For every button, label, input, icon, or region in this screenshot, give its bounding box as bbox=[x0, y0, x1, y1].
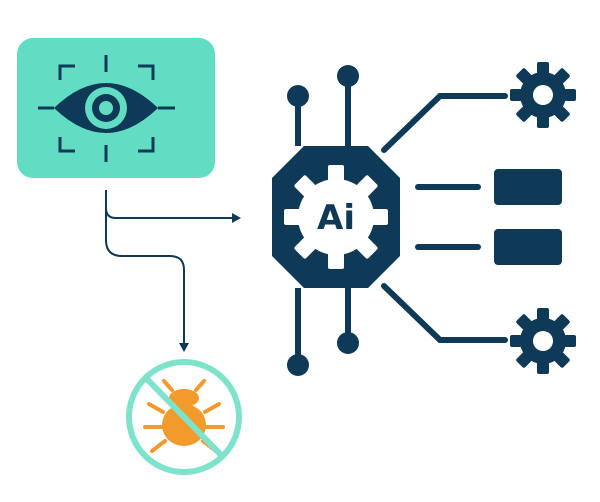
chip-pins-top bbox=[295, 80, 351, 146]
output-block-top bbox=[494, 169, 562, 205]
arrow-head-down bbox=[179, 343, 189, 352]
output-block-bottom bbox=[494, 229, 562, 265]
pin-node bbox=[287, 85, 309, 107]
ai-chip-icon: Ai bbox=[272, 65, 400, 376]
bug-icon bbox=[143, 379, 225, 453]
gear-icon bbox=[510, 62, 576, 128]
chip-connections bbox=[381, 93, 508, 343]
arrow-head-right bbox=[232, 213, 241, 223]
flow-connectors bbox=[105, 190, 235, 346]
chip-gear bbox=[284, 165, 388, 269]
gear-icon bbox=[510, 308, 576, 374]
arrow-to-chip bbox=[105, 190, 235, 219]
pin-node bbox=[337, 332, 359, 354]
chip-pins-bottom bbox=[295, 288, 351, 355]
eye-scan-icon bbox=[17, 38, 215, 178]
crosshair-ticks bbox=[38, 55, 175, 162]
pin-node bbox=[337, 65, 359, 87]
trace-to-bottom-gear bbox=[381, 283, 508, 343]
pin-node bbox=[287, 354, 309, 376]
arrow-heads bbox=[179, 213, 241, 352]
trace-to-top-gear bbox=[381, 93, 508, 153]
chip-label: Ai bbox=[317, 198, 355, 238]
no-bug-icon bbox=[126, 359, 242, 475]
prohibition-slash bbox=[143, 375, 225, 459]
scan-frame bbox=[58, 64, 155, 153]
prohibition-ring bbox=[126, 359, 242, 475]
arrow-to-bug bbox=[105, 208, 185, 346]
eye-pupil bbox=[99, 101, 113, 115]
